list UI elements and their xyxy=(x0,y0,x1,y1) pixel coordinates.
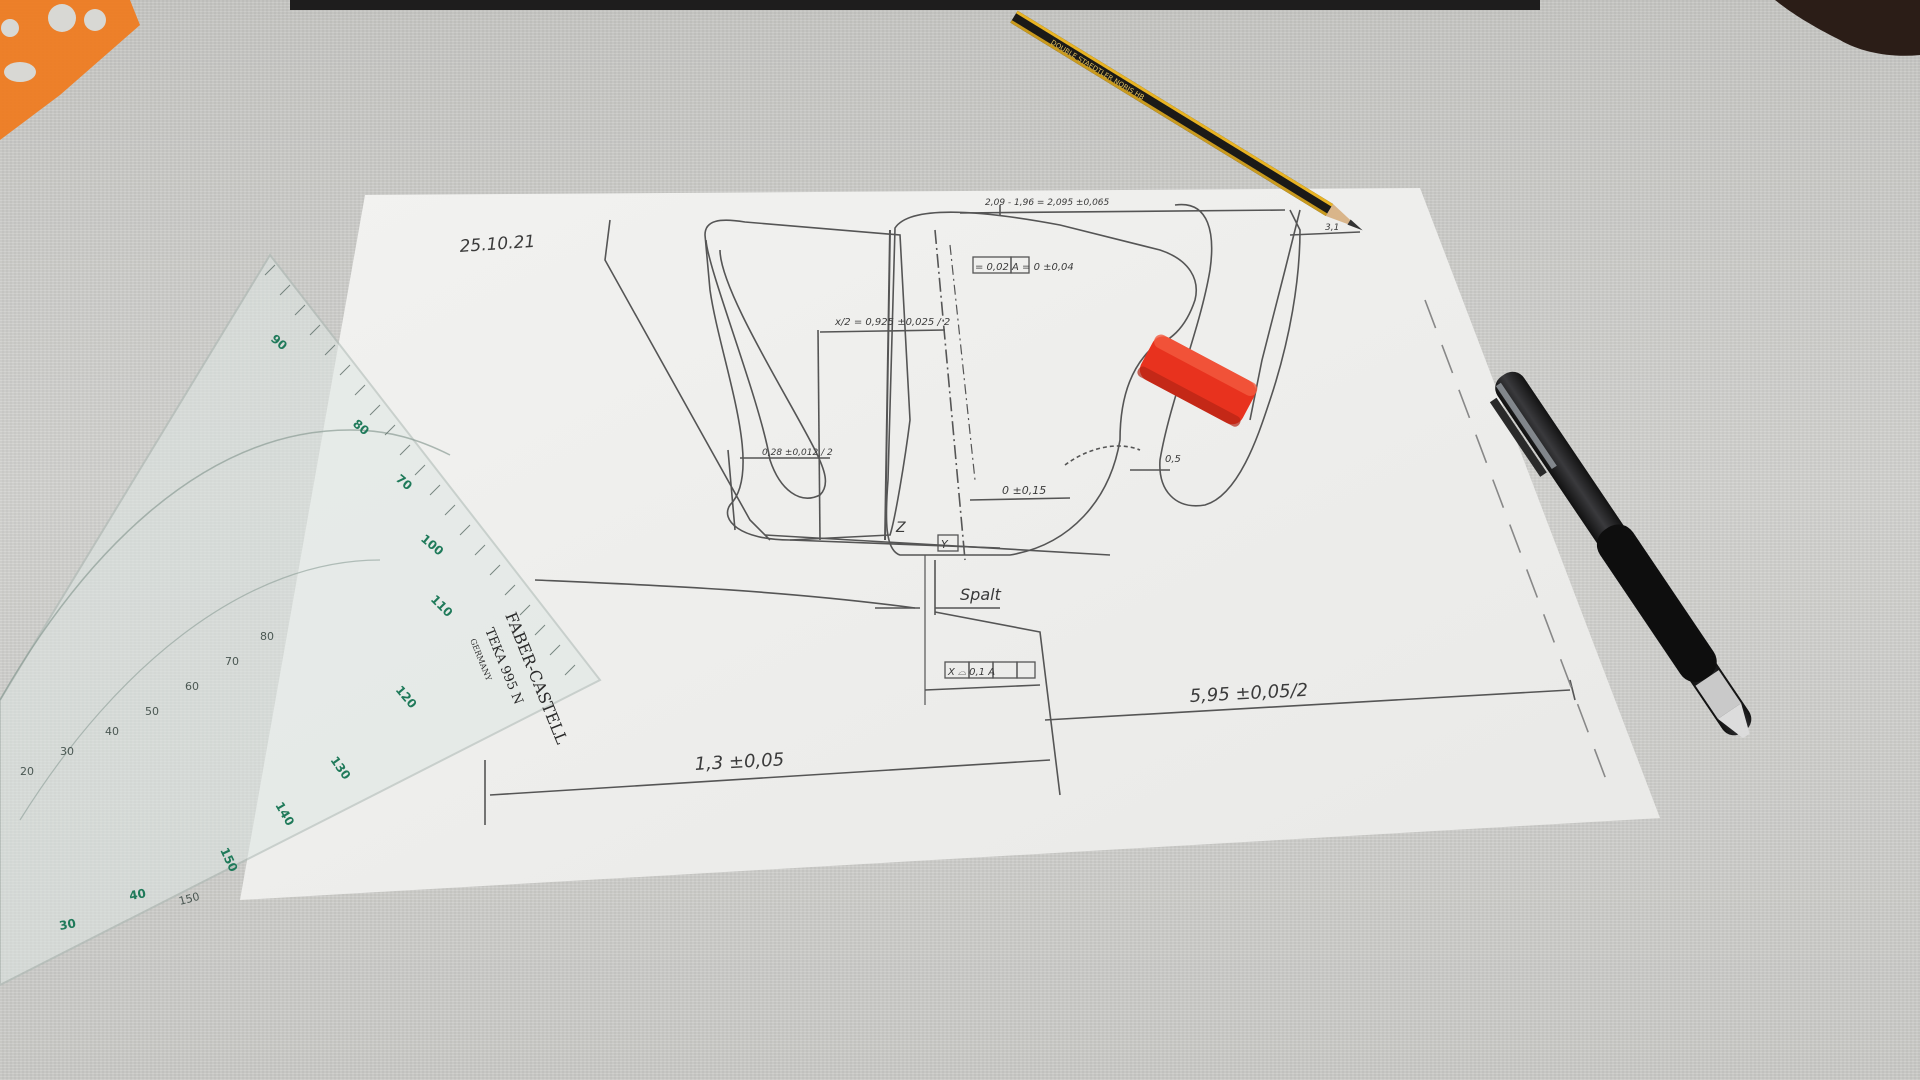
svg-text:80: 80 xyxy=(260,630,274,643)
orange-stencil xyxy=(0,0,140,140)
svg-text:40: 40 xyxy=(105,725,119,738)
set-square-ruler: 90 80 70 100 110 120 130 140 150 30 40 2… xyxy=(0,253,602,987)
pencil-imprint: DOUBLE STAEDTLER NORIS HB xyxy=(1049,39,1146,102)
svg-text:150: 150 xyxy=(177,890,201,908)
flatness-callout: = 0,02 A = 0 ±0,04 xyxy=(975,262,1074,273)
svg-text:40: 40 xyxy=(128,886,147,903)
svg-text:50: 50 xyxy=(145,705,159,718)
dim-x: x/2 = 0,925 ±0,025 / 2 xyxy=(834,317,950,328)
dim-top-short: 3,1 xyxy=(1325,223,1339,233)
svg-text:30: 30 xyxy=(58,916,77,933)
dim-right-small: 0,5 xyxy=(1165,454,1181,465)
gdt-frame-text: X ⌓ 0,1 A xyxy=(947,667,995,678)
dim-bottom: 1,3 ±0,05 xyxy=(694,749,784,775)
svg-text:60: 60 xyxy=(185,680,199,693)
desk-edge-shadow xyxy=(290,0,1540,10)
dark-object xyxy=(1775,0,1920,56)
dim-left-small: 0,28 ±0,012 / 2 xyxy=(762,448,833,458)
paper-sheet xyxy=(240,188,1660,900)
gdt-frames xyxy=(937,256,1036,679)
label-y: Y xyxy=(941,538,949,551)
label-spalt: Spalt xyxy=(960,585,1002,604)
technical-drawing xyxy=(484,203,1611,825)
dim-center: 0 ±0,15 xyxy=(1002,484,1046,497)
ballpoint-pen xyxy=(1489,371,1752,739)
red-eraser xyxy=(1137,334,1258,427)
svg-text:70: 70 xyxy=(225,655,239,668)
svg-text:20: 20 xyxy=(20,765,34,778)
label-z: Z xyxy=(895,520,906,536)
svg-text:30: 30 xyxy=(60,745,74,758)
dim-top: 2,09 - 1,96 = 2,095 ±0,065 xyxy=(985,198,1110,208)
